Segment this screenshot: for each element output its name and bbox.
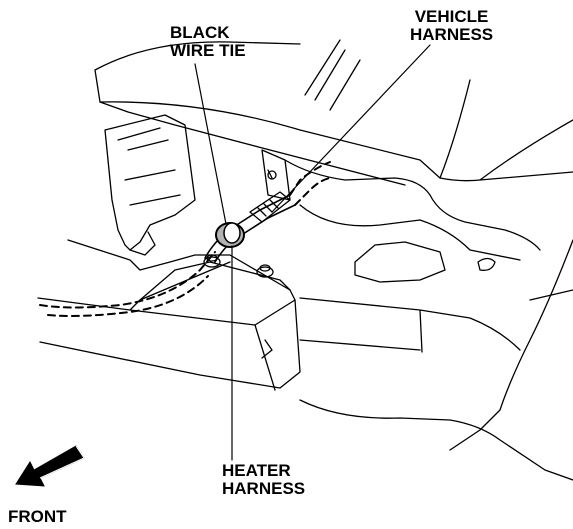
label-front: FRONT <box>8 507 67 526</box>
hole <box>477 257 496 271</box>
label-heater-harness-line-1: HEATER <box>222 461 291 480</box>
frame-bottom <box>299 399 573 481</box>
vehicle-harness-dashed-2 <box>47 275 209 317</box>
label-black-wire-tie-line-1: BLACK <box>170 23 230 42</box>
cross-member-top <box>67 239 296 301</box>
heater-harness-line <box>204 194 291 259</box>
inner-opening <box>354 241 446 283</box>
cross-member-face <box>37 297 301 389</box>
label-black-wire-tie: BLACK WIRE TIE <box>170 24 246 60</box>
label-vehicle-harness-line-2: HARNESS <box>410 25 494 44</box>
cowl-edge <box>99 101 406 186</box>
bracket-plate <box>104 114 196 251</box>
frame-mid <box>299 297 521 353</box>
black-wire-tie-band <box>223 222 241 244</box>
bracket-flange <box>129 231 156 256</box>
vehicle-harness-dashed-4 <box>294 177 331 206</box>
cowl-upper-lines <box>304 39 361 111</box>
fender-right <box>439 79 573 181</box>
label-heater-harness-line-2: HARNESS <box>222 479 306 498</box>
frame-side <box>449 239 573 451</box>
cowl-panel <box>94 41 573 182</box>
harness-connector <box>249 191 291 223</box>
label-vehicle-harness: VEHICLE HARNESS <box>410 8 493 44</box>
label-black-wire-tie-line-2: WIRE TIE <box>170 41 246 60</box>
bolt-2 <box>256 266 274 278</box>
inner-curve-lower <box>299 204 521 261</box>
bracket-hole <box>267 170 277 180</box>
leader-black-wire-tie <box>194 63 227 225</box>
bracket-inner <box>117 127 181 206</box>
label-heater-harness: HEATER HARNESS <box>222 462 305 498</box>
inner-body <box>284 159 541 251</box>
arrow-down-left-icon <box>15 445 85 487</box>
mount-plate <box>139 261 291 301</box>
label-vehicle-harness-line-1: VEHICLE <box>414 7 489 26</box>
leader-vehicle-harness <box>271 44 431 213</box>
bolt-2-top <box>259 264 271 272</box>
vehicle-harness-dashed-3 <box>289 161 331 196</box>
